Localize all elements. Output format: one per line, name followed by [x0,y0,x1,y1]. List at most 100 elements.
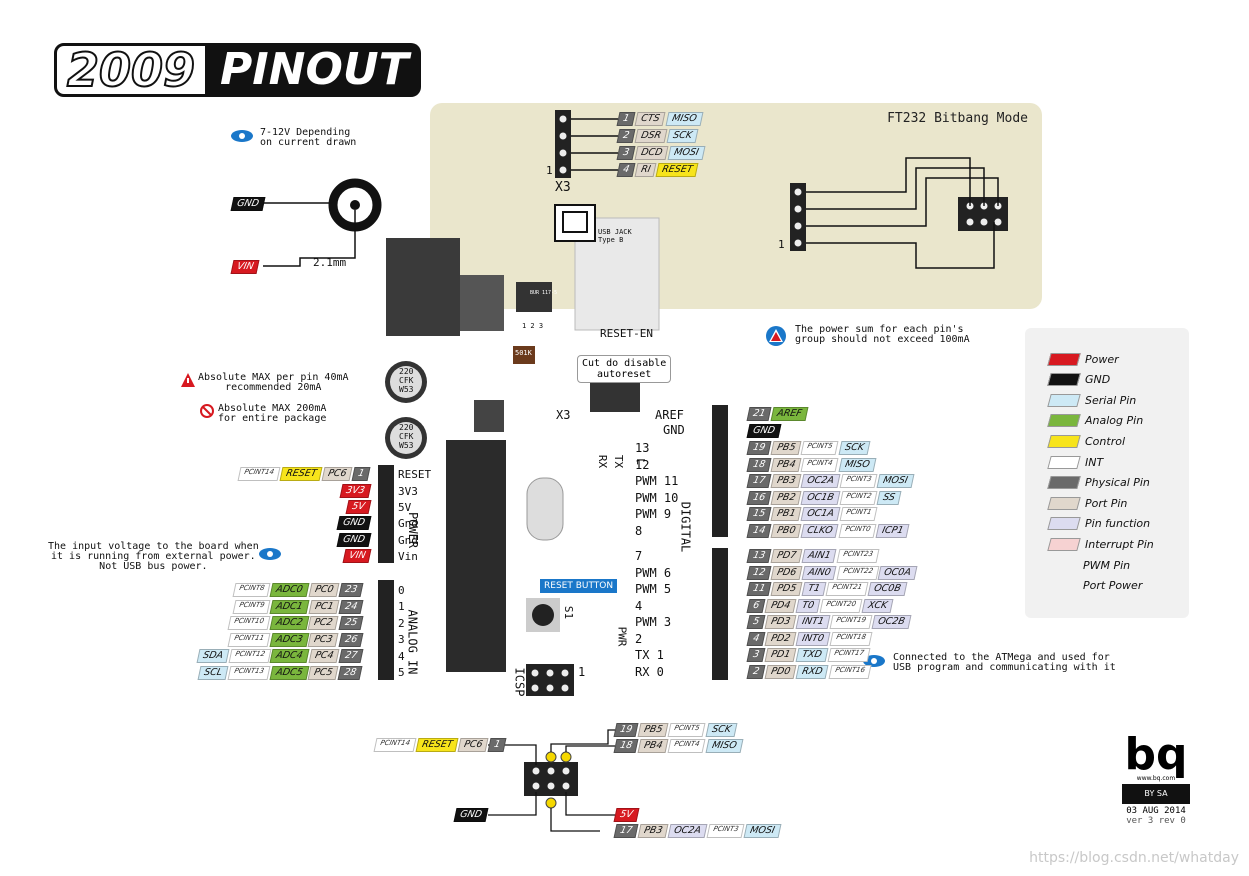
legend-label: INT [1085,455,1104,469]
port-pin: DSR [634,129,668,143]
port-pin: PC2 [307,616,339,630]
board-pin-label: 0 [398,583,405,597]
legend-item: Pin function [1047,517,1150,531]
board-pin-text: 7 [635,549,643,563]
pin-number: 18 [746,457,772,472]
resistor-label: 501K [515,349,532,357]
port-pin: PC0 [308,583,340,597]
board-pin-text: 12 [635,457,650,472]
board-pin-label: 5V [398,500,411,514]
pin-function: MOSI [876,474,915,488]
eye-icon [259,548,281,560]
board-pin-label: 2 [635,632,642,646]
reset-button-label: RESET BUTTON [540,579,618,593]
ft232-title: FT232 Bitbang Mode [887,111,1028,126]
pcint: PCINT22 [836,565,879,580]
board-pin-text: 5 [398,666,405,679]
pin-function: MISO [705,739,743,753]
icsp-5v-row: 5V [613,808,640,822]
bq-brand: bq www.bq.com BY SA 03 AUG 2014 ver 3 re… [1120,729,1192,826]
port-pin: PB1 [770,507,802,521]
board-pin-label: 13 [635,441,649,455]
pin-function: MISO [665,112,703,126]
rx-led-label: RX [596,454,610,469]
pin-number: 16 [746,490,772,505]
pin-function: SCK [666,129,699,143]
board-pin-text: RESET [398,467,432,481]
digital-label: DIGITAL [678,501,693,553]
release-date: 03 AUG 2014 [1126,806,1186,816]
legend-label: Port Pin [1085,496,1128,510]
pin-number: 3 [746,648,766,662]
icsp-gnd-row: GND [453,808,489,822]
legend-label: Analog Pin [1085,414,1144,428]
pin-function: SCK [705,723,737,737]
legend-swatch [1047,476,1081,490]
port-pin: PB5 [637,723,669,737]
jack-vin-tag: VIN [230,260,260,274]
legend-label: PWM Pin [1083,558,1131,572]
legend-swatch [1047,414,1081,428]
power-pin-row: 5V [345,500,372,514]
prohibited-icon [200,404,214,418]
pcint: PCINT13 [227,665,271,680]
port-pin: PD1 [764,648,797,662]
legend-item: INT [1047,455,1104,469]
pin-function: MISO [838,457,876,472]
pin-number: 14 [746,523,772,538]
board-pin-label: PWM 9 [635,507,671,521]
pin-function: OC1B [800,490,841,505]
reset-button-body[interactable] [532,604,554,626]
port-pin: PD6 [770,565,803,580]
pcint: PCINT2 [839,490,878,505]
pin-number: 6 [746,598,766,613]
cc-license-badge: BY SA [1122,784,1190,804]
pin-tag: GND [336,533,372,547]
power-jack-center [350,200,360,210]
ft232-bitbang-header [790,183,806,251]
board-pin-label: TX 1 [635,648,664,662]
board-pin-label: 7 [635,549,642,563]
pin-number: 5 [746,615,766,629]
pin-number: 12 [746,565,772,580]
pin-number: 1 [616,112,636,126]
board-pin-text: 1 [398,600,405,613]
port-pin: PC6 [457,738,489,752]
warning-icon [766,326,786,346]
icsp-expanded-header [524,762,578,796]
board-pin-text: RX 0 [635,664,664,679]
pin-function: SCK [838,441,870,455]
bq-logo: bq [1124,729,1188,780]
eye-icon [231,130,253,142]
pin-function: OC0A [877,565,918,580]
pin-function: MOSI [667,146,706,160]
adc-function: ADC5 [269,665,309,680]
pin-function: ICP1 [875,523,910,538]
adc-function: ADC0 [269,583,310,597]
power-sum-note: The power sum for each pin's group shoul… [795,324,970,345]
ft232-pin1: 1 [778,238,785,251]
port-pin: PC4 [308,649,340,663]
power-tag: 5V [613,808,640,822]
pcint: PCINT20 [819,598,863,613]
board-pin-text: Gnd [398,516,418,530]
port-pin: PB4 [770,457,802,472]
pin-number: 25 [338,616,364,630]
board-pin-text: PWM 10 [635,490,679,505]
board-pin-label: PWM 11 [635,474,678,488]
serial-function: SCL [197,665,229,680]
vin-note: The input voltage to the board when it i… [48,541,259,572]
pcint: PCINT3 [706,824,745,838]
legend-item: Port Power [1049,579,1142,593]
regulator-pins: 1 2 3 [522,322,544,330]
